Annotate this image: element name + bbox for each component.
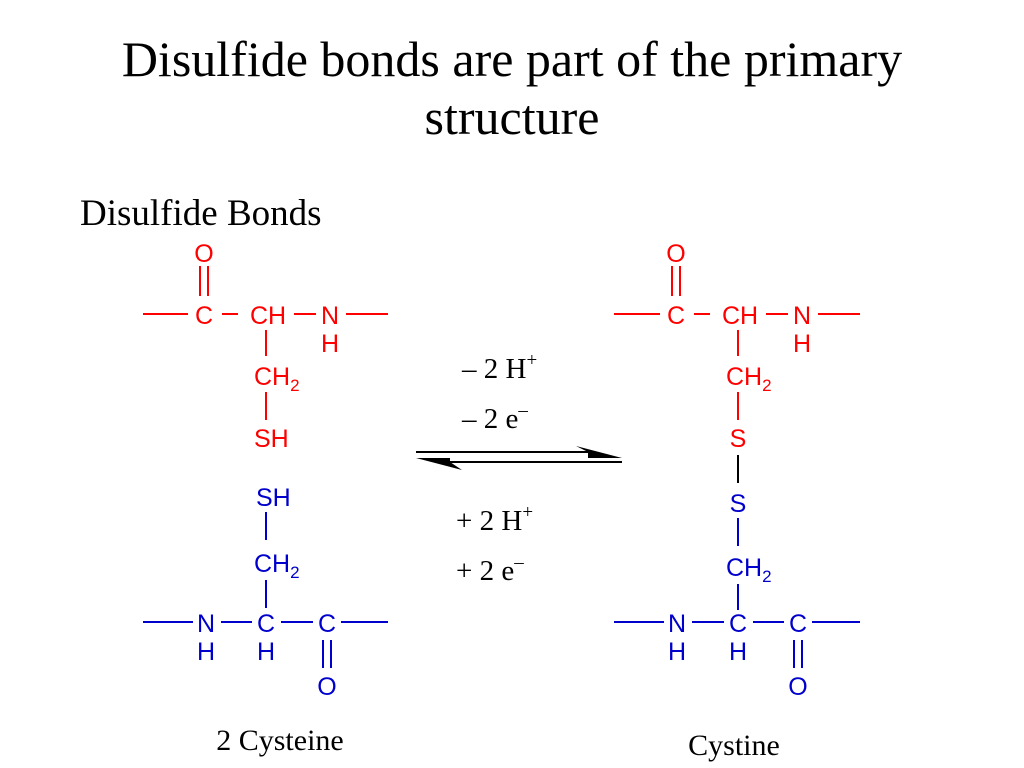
carbonyl-carbon: C [318,610,336,638]
reverse-proton-gain: + 2 H+ [456,502,533,537]
methylene-group: CH2 [254,363,300,395]
amide-hydrogen: H [321,330,339,358]
reverse-electron-gain: + 2 e– [456,552,524,587]
equilibrium-arrows [416,446,622,470]
methylene-group: CH2 [254,550,300,582]
slide-title-line-1: Disulfide bonds are part of the primary [121,31,903,87]
methylene-group: CH2 [726,554,772,586]
alpha-hydrogen: H [729,638,747,666]
cysteine-top: O C CH N H CH2 SH [143,240,388,453]
reverse-arrowhead [416,458,462,470]
forward-conditions: – 2 H+ – 2 e– [461,350,537,435]
reverse-conditions: + 2 H+ + 2 e– [456,502,533,587]
forward-proton-loss: – 2 H+ [461,350,537,385]
amide-nitrogen: N [793,302,811,330]
carbonyl-carbon: C [667,302,685,330]
amide-hydrogen: H [793,330,811,358]
section-heading: Disulfide Bonds [80,193,322,234]
carbonyl-carbon: C [789,610,807,638]
amide-nitrogen: N [668,610,686,638]
cystine-top: O C CH N H CH2 S [614,240,860,453]
sulfur-atom: S [730,490,747,518]
slide-title-line-2: structure [424,89,600,145]
alpha-carbon: C [257,610,275,638]
carbonyl-oxygen: O [788,673,807,701]
carbonyl-oxygen: O [317,673,336,701]
methylene-group: CH2 [726,363,772,395]
slide-title: Disulfide bonds are part of the primary … [0,30,1024,146]
forward-arrowhead [576,446,622,458]
carbonyl-oxygen: O [666,240,685,268]
reactant-caption: 2 Cysteine [216,724,344,757]
thiol-group: SH [254,425,289,453]
amide-hydrogen: H [668,638,686,666]
alpha-carbon-ch: CH [722,302,758,330]
alpha-hydrogen: H [257,638,275,666]
cystine-bottom: S CH2 N H C H C O [614,490,860,701]
alpha-carbon: C [729,610,747,638]
forward-electron-loss: – 2 e– [461,400,528,435]
amide-hydrogen: H [197,638,215,666]
thiol-group: SH [256,484,291,512]
cysteine-bottom: SH CH2 N H C H C O [143,484,388,701]
carbonyl-oxygen: O [194,240,213,268]
sulfur-atom: S [730,425,747,453]
product-caption: Cystine [688,729,780,762]
alpha-carbon-ch: CH [250,302,286,330]
amide-nitrogen: N [321,302,339,330]
amide-nitrogen: N [197,610,215,638]
carbonyl-carbon: C [195,302,213,330]
